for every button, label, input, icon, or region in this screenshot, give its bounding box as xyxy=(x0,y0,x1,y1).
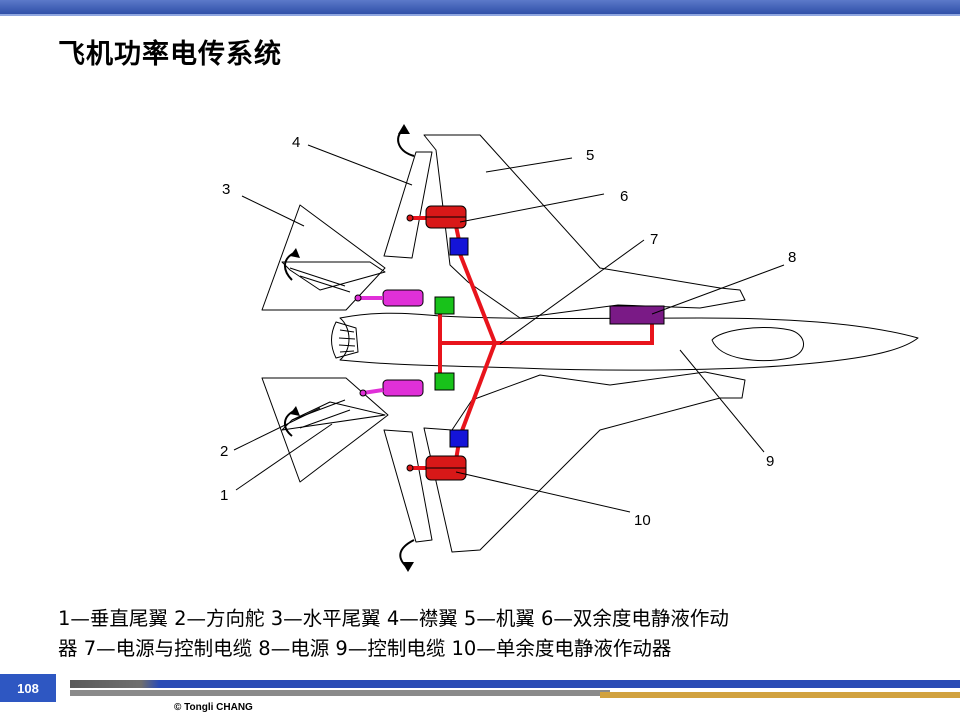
callout-1: 1 xyxy=(220,487,228,504)
page-title: 飞机功率电传系统 xyxy=(58,39,282,70)
single-actuator-lower xyxy=(359,379,424,397)
callout-3: 3 xyxy=(222,181,230,198)
legend-line-2: 器 7—电源与控制电缆 8—电源 9—控制电缆 10—单余度电静液作动器 xyxy=(58,637,672,660)
horizontal-tail-upper xyxy=(261,204,386,311)
flap-lower xyxy=(383,429,433,543)
callout-7: 7 xyxy=(650,231,658,248)
callout-2: 2 xyxy=(220,443,228,460)
footer-bar-gold xyxy=(600,692,960,698)
callout-5: 5 xyxy=(586,147,594,164)
copyright: © Tongli CHANG xyxy=(174,702,253,713)
callout-8: 8 xyxy=(788,249,796,266)
single-actuator-upper xyxy=(354,289,424,307)
control-unit-green-upper xyxy=(434,296,455,315)
vertical-tail-upper xyxy=(281,261,386,291)
dual-actuator-upper xyxy=(406,205,467,229)
callout-6: 6 xyxy=(620,188,628,205)
legend-line-1: 1—垂直尾翼 2—方向舵 3—水平尾翼 4—襟翼 5—机翼 6—双余度电静液作动 xyxy=(58,607,729,630)
dual-actuator-lower xyxy=(406,455,467,481)
callout-10: 10 xyxy=(634,512,651,529)
aircraft-diagram: 1 2 3 4 5 6 7 8 9 10 xyxy=(220,124,919,572)
control-unit-green-lower xyxy=(434,372,455,391)
wing-upper xyxy=(423,134,746,319)
fuselage xyxy=(339,312,919,371)
power-source xyxy=(609,305,665,325)
engine-nozzle xyxy=(331,321,359,359)
page-number-badge: 108 xyxy=(0,674,56,702)
callout-4: 4 xyxy=(292,134,300,151)
footer-bar-gray xyxy=(70,690,610,696)
control-unit-blue-upper xyxy=(449,237,469,256)
canopy xyxy=(711,327,804,362)
control-unit-blue-lower xyxy=(449,429,469,448)
callout-9: 9 xyxy=(766,453,774,470)
footer-bar xyxy=(70,680,960,688)
flap-upper xyxy=(383,151,433,259)
legend: 1—垂直尾翼 2—方向舵 3—水平尾翼 4—襟翼 5—机翼 6—双余度电静液作动… xyxy=(58,604,918,664)
horizontal-tail-lower xyxy=(261,377,389,483)
top-banner xyxy=(0,0,960,16)
